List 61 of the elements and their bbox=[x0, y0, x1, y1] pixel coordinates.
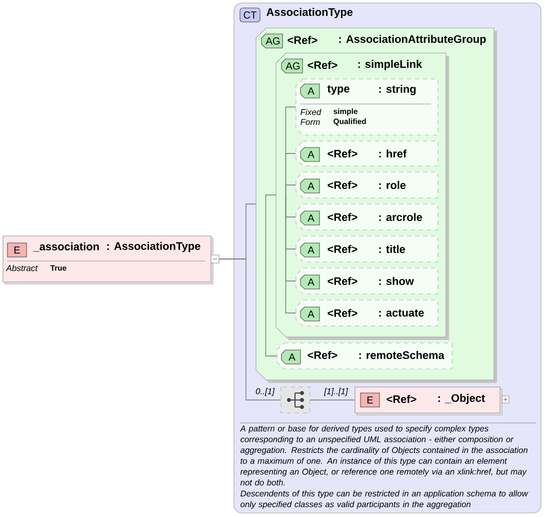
attribute-name: <Ref> bbox=[328, 308, 358, 318]
attribute-box bbox=[276, 342, 452, 370]
badge: A bbox=[300, 306, 320, 322]
attribute-box bbox=[296, 78, 438, 136]
attribute-box bbox=[296, 204, 438, 230]
type-name: AssociationType bbox=[266, 8, 353, 18]
element-box bbox=[354, 386, 502, 416]
edge-label: 0..[1] bbox=[254, 386, 276, 398]
ref-label: <Ref> bbox=[288, 36, 318, 44]
property-label: Form bbox=[300, 119, 320, 125]
connector-line bbox=[218, 258, 282, 400]
badge: A bbox=[300, 210, 320, 226]
attribute-type: : arcrole bbox=[379, 212, 422, 222]
badge: E bbox=[360, 392, 380, 408]
badge: AG bbox=[261, 34, 283, 48]
attribute-name: <Ref> bbox=[328, 212, 358, 222]
attribute-name: <Ref> bbox=[328, 149, 358, 158]
sequence-box bbox=[280, 386, 310, 414]
attribute-name: <Ref> bbox=[328, 276, 358, 286]
property-label: Abstract bbox=[6, 264, 38, 272]
badge: A bbox=[300, 147, 320, 162]
group-name: : simpleLink bbox=[358, 60, 422, 70]
attribute-name: <Ref> bbox=[308, 350, 338, 360]
badge: A bbox=[300, 242, 320, 258]
badge: CT bbox=[240, 8, 260, 22]
badge: A bbox=[281, 350, 301, 364]
property-label: Fixed bbox=[300, 108, 322, 116]
connector-line bbox=[285, 184, 296, 196]
attribute-name: type bbox=[327, 85, 350, 95]
element-name: <Ref> bbox=[386, 395, 416, 404]
attribute-box bbox=[296, 268, 438, 294]
connector-line bbox=[265, 204, 278, 356]
element-type: : _Object bbox=[438, 394, 485, 404]
connector-line bbox=[285, 194, 296, 314]
badge: A bbox=[300, 178, 320, 194]
connector-line bbox=[265, 194, 276, 204]
description-text: Descendents of this type can be restricted in an application schema to allow only specified classes as valid participants in the aggregation bbox=[240, 490, 528, 509]
attribute-box bbox=[296, 140, 438, 166]
attribute-type: : href bbox=[379, 149, 407, 158]
element-type: : AssociationType bbox=[107, 242, 200, 252]
attribute-box bbox=[296, 300, 438, 326]
attribute-box bbox=[296, 236, 438, 262]
element-box bbox=[2, 236, 220, 284]
attribute-name: <Ref> bbox=[328, 180, 358, 190]
attribute-type: : show bbox=[379, 276, 414, 286]
ref-label: <Ref> bbox=[308, 60, 338, 69]
badge: E bbox=[7, 242, 27, 258]
attribute-type: : remoteSchema bbox=[359, 350, 444, 360]
group-name: : AssociationAttributeGroup bbox=[339, 34, 486, 46]
attribute-type: : title bbox=[379, 244, 406, 254]
attribute-type: : string bbox=[379, 84, 416, 96]
element-name: _association bbox=[33, 242, 99, 252]
attribute-type: : actuate bbox=[379, 309, 424, 317]
description-text: A pattern or base for derived types used to specify complex types corresponding to an unspecified UML association - either composition or aggregation. Restricts the cardinality of Objects contained in the association to a maximum of one. An instance of this type can contain an element representing an Object, or reference one remotely via an xlink:href, but may not do both. bbox=[240, 425, 528, 486]
badge: AG bbox=[281, 58, 303, 74]
edge-label: [1]..[1] bbox=[322, 386, 350, 398]
attribute-type: : role bbox=[379, 180, 406, 190]
attribute-name: <Ref> bbox=[328, 244, 358, 254]
badge: A bbox=[300, 274, 320, 290]
attribute-box bbox=[296, 172, 438, 198]
badge: A bbox=[300, 84, 320, 98]
